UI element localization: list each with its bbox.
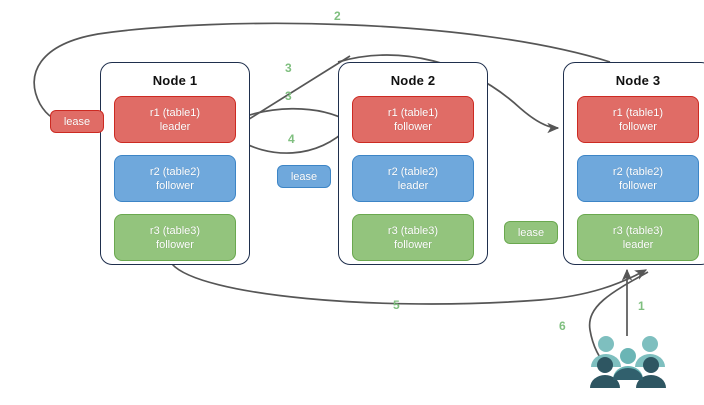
replica-role: follower [156,238,194,251]
replica-node1-r2[interactable]: r2 (table2) follower [114,155,236,202]
replica-node1-r3[interactable]: r3 (table3) follower [114,214,236,261]
replica-node3-r1[interactable]: r1 (table1) follower [577,96,699,143]
replica-name: r2 (table2) [612,165,664,178]
replica-node2-r1[interactable]: r1 (table1) follower [352,96,474,143]
replica-name: r3 (table3) [387,224,439,237]
replica-name: r3 (table3) [612,224,664,237]
replica-node3-r3[interactable]: r3 (table3) leader [577,214,699,261]
replica-name: r2 (table2) [387,165,439,178]
replica-node3-r2[interactable]: r2 (table2) follower [577,155,699,202]
users-center-front-person [613,368,643,380]
node-title-node2: Node 2 [390,73,436,88]
replica-role: follower [619,179,657,192]
replica-role: leader [159,120,191,133]
users-icon [590,336,666,388]
lease-badge-r2[interactable]: lease [277,165,331,188]
replica-name: r2 (table2) [149,165,201,178]
replica-name: r3 (table3) [149,224,201,237]
replica-node2-r2[interactable]: r2 (table2) leader [352,155,474,202]
lease-badge-r1[interactable]: lease [50,110,104,133]
replica-role: follower [394,120,432,133]
replica-role: follower [156,179,194,192]
step-label-2: 2 [334,9,341,23]
step-label-3-lower: 3 [285,89,292,103]
step-label-3-upper: 3 [285,61,292,75]
node-title-node1: Node 1 [152,73,198,88]
node-container-node3[interactable]: Node 3 r1 (table1) follower r2 (table2) … [563,62,704,265]
replica-list-node3: r1 (table1) follower r2 (table2) followe… [564,88,704,273]
step-label-5: 5 [393,298,400,312]
node-container-node1[interactable]: Node 1 r1 (table1) leader r2 (table2) fo… [100,62,250,265]
step-label-4: 4 [288,132,295,146]
replica-role: leader [622,238,654,251]
node-container-node2[interactable]: Node 2 r1 (table1) follower r2 (table2) … [338,62,488,265]
replica-role: follower [394,238,432,251]
node-title-node3: Node 3 [615,73,661,88]
replica-name: r1 (table1) [387,106,439,119]
replica-name: r1 (table1) [149,106,201,119]
replica-node2-r3[interactable]: r3 (table3) follower [352,214,474,261]
replica-node1-r1[interactable]: r1 (table1) leader [114,96,236,143]
replica-name: r1 (table1) [612,106,664,119]
replica-role: leader [397,179,429,192]
replica-role: follower [619,120,657,133]
replica-list-node2: r1 (table1) follower r2 (table2) leader … [339,88,487,273]
step-label-6: 6 [559,319,566,333]
step-label-1: 1 [638,299,645,313]
replica-list-node1: r1 (table1) leader r2 (table2) follower … [101,88,249,273]
lease-badge-r3[interactable]: lease [504,221,558,244]
arrow-step-3a [236,55,351,127]
